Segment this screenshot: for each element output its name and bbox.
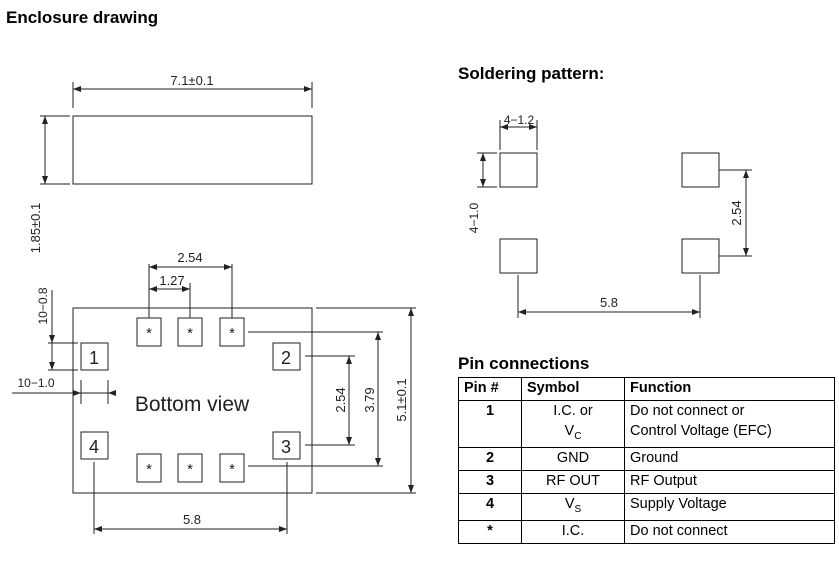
solder-vertical-label: 2.54: [729, 200, 744, 225]
pin-1-label: 1: [89, 348, 99, 368]
col-symbol-header: Symbol: [521, 377, 625, 401]
pin-cell: 4: [458, 492, 522, 521]
pin-4-label: 4: [89, 437, 99, 457]
solder-pad: [681, 238, 720, 274]
solder-pad: [499, 152, 538, 188]
function-cell: Do not connect: [624, 519, 835, 544]
width-dimension-label: 7.1±0.1: [170, 73, 213, 88]
pin-connections-table: Pin # Symbol Function 1 I.C. or VC Do no…: [458, 377, 835, 544]
symbol-cell: RF OUT: [521, 469, 625, 494]
side-view-body: [72, 115, 313, 185]
pin-cell: *: [458, 519, 522, 544]
body-height-label: 5.1±0.1: [394, 378, 409, 421]
function-cell: RF Output: [624, 469, 835, 494]
half-pitch-label: 1.27: [159, 273, 184, 288]
col-pin-header: Pin #: [458, 377, 522, 401]
bottom-view-body: [72, 307, 313, 494]
solder-pad: [681, 152, 720, 188]
table-row: 4 VS Supply Voltage: [458, 492, 835, 521]
col-function-header: Function: [624, 377, 835, 401]
pad-2: [272, 342, 301, 371]
table-header-row: Pin # Symbol Function: [458, 377, 835, 401]
function-line: Control Voltage (EFC): [630, 423, 772, 439]
nc-star: *: [187, 461, 193, 478]
function-cell: Do not connect or Control Voltage (EFC): [624, 400, 835, 448]
function-line: Do not connect or: [630, 403, 745, 419]
table-row: 2 GND Ground: [458, 446, 835, 471]
pin-cell: 2: [458, 446, 522, 471]
vertical-pitch-label: 2.54: [333, 387, 348, 412]
pin-connections-heading: Pin connections: [458, 354, 590, 373]
pin-cell: 1: [458, 400, 522, 448]
pad-length-label: 10−0.8: [36, 287, 50, 324]
table-row: 1 I.C. or VC Do not connect or Control V…: [458, 400, 835, 448]
bottom-width-label: 5.8: [183, 512, 201, 527]
nc-star: *: [229, 461, 235, 478]
nc-star: *: [146, 325, 152, 342]
nc-star: *: [229, 325, 235, 342]
enclosure-drawing-heading: Enclosure drawing: [6, 8, 159, 27]
nc-star: *: [146, 461, 152, 478]
solder-pad-height-label: 4−1.0: [467, 202, 481, 233]
pad-1: [80, 342, 109, 371]
solder-pad: [499, 238, 538, 274]
symbol-line: I.C. or: [553, 403, 593, 419]
pitch-dimension-label: 2.54: [177, 250, 202, 265]
table-row: 3 RF OUT RF Output: [458, 469, 835, 494]
height-dimension-label: 1.85±0.1: [28, 203, 43, 254]
bottom-view-label: Bottom view: [135, 393, 250, 416]
symbol-line: VC: [564, 423, 582, 442]
pad-3: [272, 431, 301, 460]
nc-star: *: [187, 325, 193, 342]
pin-2-label: 2: [281, 348, 291, 368]
pad-4: [80, 431, 109, 460]
function-cell: Ground: [624, 446, 835, 471]
table-row: * I.C. Do not connect: [458, 519, 835, 544]
soldering-pattern-heading: Soldering pattern:: [458, 64, 605, 83]
solder-horizontal-label: 5.8: [600, 295, 618, 310]
pin-cell: 3: [458, 469, 522, 494]
pin-3-label: 3: [281, 437, 291, 457]
solder-pad-width-label: 4−1.2: [504, 113, 535, 127]
pad-width-label: 10−1.0: [17, 376, 54, 390]
symbol-cell: I.C. or VC: [521, 400, 625, 448]
symbol-cell: I.C.: [521, 519, 625, 544]
function-cell: Supply Voltage: [624, 492, 835, 521]
nc-pad: [219, 453, 245, 483]
nc-pad: [177, 453, 203, 483]
nc-pad: [136, 453, 162, 483]
symbol-cell: GND: [521, 446, 625, 471]
symbol-cell: VS: [521, 492, 625, 521]
pad-span-label: 3.79: [362, 387, 377, 412]
